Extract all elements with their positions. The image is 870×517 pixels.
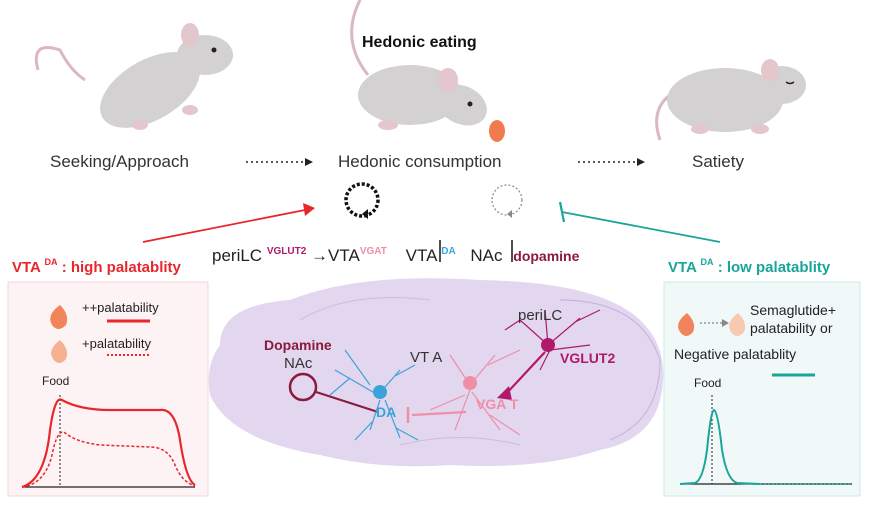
brain-nac-label: NAc xyxy=(284,355,313,372)
right-legend-line2: palatability or xyxy=(750,320,833,336)
right-legend-line1: Semaglutide+ xyxy=(750,302,837,318)
formula-vgat: VGAT xyxy=(359,246,387,257)
nac-terminal-icon xyxy=(288,372,318,402)
diagram-title: Hedonic eating xyxy=(362,34,477,51)
right-legend-line3: Negative palatablity xyxy=(674,346,797,362)
right-panel xyxy=(663,281,861,497)
brain-vglut2-label: VGLUT2 xyxy=(560,350,616,366)
cycle-strong-icon xyxy=(344,182,380,219)
left-food-chart xyxy=(21,395,196,489)
left-panel xyxy=(7,281,209,497)
mouse-satiety xyxy=(655,59,806,141)
mouse-consumption xyxy=(350,0,505,142)
formula-dopamine: dopamine xyxy=(513,248,580,264)
brain-perilc-label: periLC xyxy=(518,307,563,324)
left-food-label: Food xyxy=(42,374,70,388)
stage-seeking: Seeking/Approach xyxy=(50,152,189,171)
teal-inhibition-line xyxy=(558,201,721,243)
mouse-seeking xyxy=(34,23,233,130)
red-activation-arrow xyxy=(142,203,315,243)
left-title-prefix: VTA xyxy=(12,259,41,276)
formula-da: DA xyxy=(441,246,456,257)
brain-illustration xyxy=(208,278,664,467)
drop-medium-icon xyxy=(678,313,695,336)
right-title-suffix: : low palatablity xyxy=(717,259,831,276)
formula-vta2: VTA xyxy=(405,246,437,265)
brain-vgat-label: VGA T xyxy=(476,396,519,412)
right-title-prefix: VTA xyxy=(668,259,697,276)
stage-satiety: Satiety xyxy=(692,152,744,171)
da-soma xyxy=(373,385,387,399)
right-food-chart xyxy=(679,395,852,485)
left-panel-title: VTA DA : high palatablity xyxy=(12,257,181,276)
brain-dopamine-label: Dopamine xyxy=(264,337,332,353)
food-pellet-icon xyxy=(489,120,505,142)
drop-high-icon xyxy=(50,305,68,329)
circuit-formula: periLC VGLUT2 →VTAVGAT VTA DA NAc dopami… xyxy=(212,246,579,266)
brain-vta-label: VT A xyxy=(410,349,443,366)
right-food-label: Food xyxy=(694,376,722,390)
legend-low-label: +palatability xyxy=(82,336,152,351)
vgat-soma xyxy=(463,376,477,390)
vglut2-soma xyxy=(541,338,555,352)
right-title-sup: DA xyxy=(700,257,714,267)
brain-da-label: DA xyxy=(376,404,397,420)
drop-low-icon xyxy=(51,340,68,363)
legend-high-label: ++palatability xyxy=(82,300,159,315)
stage-arrow-2 xyxy=(578,158,645,166)
formula-perilc: periLC xyxy=(212,246,263,265)
cycle-weak-icon xyxy=(491,184,523,218)
right-panel-title: VTA DA : low palatablity xyxy=(668,257,831,276)
stage-consumption: Hedonic consumption xyxy=(338,152,502,171)
stage-arrow-1 xyxy=(246,158,313,166)
left-title-sup: DA xyxy=(44,257,58,267)
drop-pale-icon xyxy=(729,313,746,336)
formula-nac: NAc xyxy=(470,246,503,265)
formula-vglut2: VGLUT2 xyxy=(266,246,307,257)
left-title-suffix: : high palatablity xyxy=(61,259,181,276)
formula-arrow-vta: →VTA xyxy=(311,246,360,265)
